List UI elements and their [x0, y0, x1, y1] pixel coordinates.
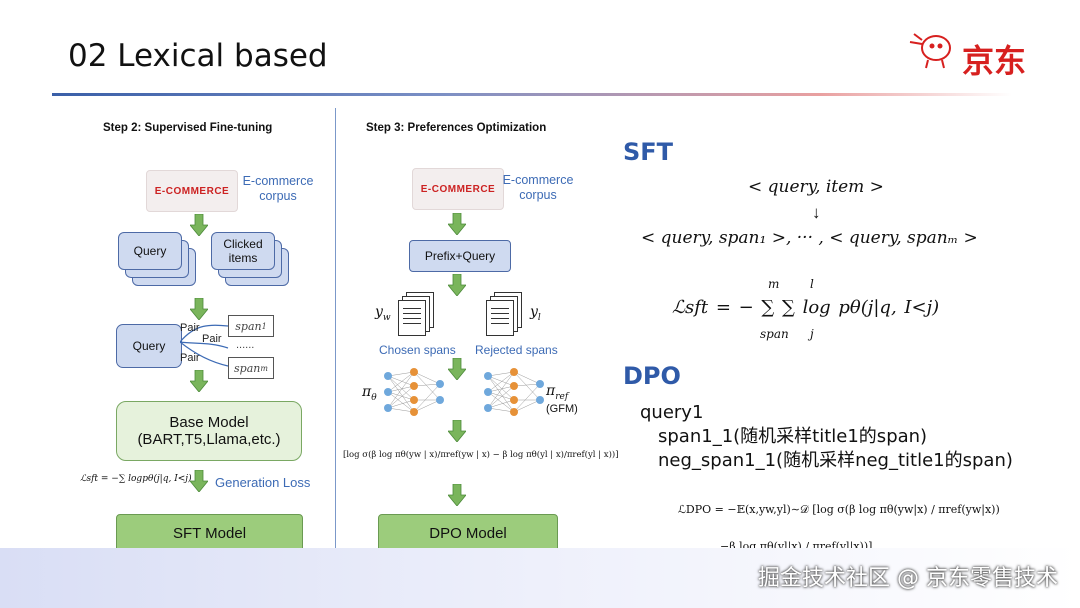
- corpus-label: E-commerce corpus: [498, 173, 578, 203]
- pi-theta-sub: θ: [371, 392, 377, 403]
- down-arrow-icon: [447, 212, 467, 240]
- dpo-heading: DPO: [623, 362, 681, 390]
- jd-mascot-icon: [908, 30, 958, 70]
- spanm-sub: m: [260, 363, 268, 373]
- span-ellipsis: ......: [236, 339, 255, 351]
- pi-theta-text: π: [362, 384, 372, 400]
- ecommerce-image: E-COMMERCE: [146, 170, 238, 212]
- clicked-items-line1: Clicked: [223, 237, 263, 251]
- yw-label: yw: [375, 304, 391, 323]
- pi-ref-text: π: [546, 383, 556, 399]
- dpo-query-line: query1: [640, 402, 704, 423]
- dpo-positive-span-line: span1_1(随机采样title1的span): [658, 426, 928, 447]
- spanm-text: span: [234, 361, 261, 375]
- panel-divider: [335, 108, 336, 560]
- corpus-label-line2: corpus: [519, 188, 557, 202]
- clicked-items-line2: items: [228, 251, 258, 265]
- down-arrow-icon: [189, 369, 209, 397]
- base-model-box: Base Model (BART,T5,Llama,etc.): [116, 401, 302, 461]
- ecommerce-image-text: E-COMMERCE: [154, 185, 230, 197]
- down-arrow-icon: [447, 483, 467, 511]
- base-model-title: Base Model: [169, 414, 249, 431]
- corpus-label-line1: E-commerce: [502, 173, 574, 187]
- span1-text: span: [235, 319, 262, 333]
- brand-logo-text: 京东: [962, 42, 1027, 80]
- dpo-step-title: Step 3: Preferences Optimization: [366, 122, 547, 134]
- yl-text: y: [530, 304, 538, 320]
- down-arrow-icon: [189, 469, 209, 497]
- query-box: Query: [116, 324, 182, 368]
- watermark-text: 掘金技术社区 @ 京东零售技术: [758, 566, 1058, 591]
- down-arrow-icon: [447, 357, 467, 385]
- clicked-items-card: Clicked items: [211, 232, 275, 270]
- chosen-spans-label: Chosen spans: [379, 343, 456, 357]
- ecommerce-image: E-COMMERCE: [412, 168, 504, 210]
- sft-heading: SFT: [623, 138, 674, 166]
- pi-theta-label: πθ: [362, 384, 377, 403]
- ecommerce-image-text: E-COMMERCE: [420, 183, 496, 195]
- reference-network-icon: [480, 366, 550, 423]
- yw-text: y: [375, 304, 383, 320]
- header-rule: [52, 93, 1012, 96]
- rejected-spans-label: Rejected spans: [475, 343, 558, 357]
- sft-loss-small: ℒsft = −∑ logpθ(j|q, I<j): [80, 474, 192, 484]
- sft-spans-line: < query, span₁ >, ··· , < query, spanₘ >: [641, 228, 978, 248]
- policy-network-icon: [380, 366, 450, 423]
- sft-down-arrow: ↓: [812, 203, 821, 222]
- span1-sub: 1: [261, 321, 267, 331]
- gfm-label: (GFM): [546, 403, 578, 415]
- sft-loss-formula: ℒsft = − ∑ ∑ log pθ(j|q, I<j): [672, 297, 940, 318]
- bottom-decoration-band: [0, 548, 1080, 608]
- dpo-loss-line1: ℒDPO = −𝔼(x,yw,yl)∼𝒟 [log σ(β log πθ(yw|…: [678, 503, 1000, 516]
- down-arrow-icon: [189, 213, 209, 241]
- prefix-query-box: Prefix+Query: [409, 240, 511, 272]
- down-arrow-icon: [447, 273, 467, 301]
- sft-loss-upper-m: m: [768, 277, 780, 291]
- generation-loss-label: Generation Loss: [215, 475, 311, 490]
- down-arrow-icon: [189, 297, 209, 325]
- query-stack: Query: [118, 232, 198, 292]
- chosen-docs-icon: [398, 292, 438, 338]
- sft-loss-upper-l: l: [810, 277, 814, 291]
- sft-loss-lower-span: span: [760, 327, 789, 341]
- yl-label: yl: [530, 304, 541, 323]
- base-model-examples: (BART,T5,Llama,etc.): [137, 431, 281, 448]
- down-arrow-icon: [447, 419, 467, 447]
- pair-arrows-icon: [179, 314, 230, 375]
- corpus-label: E-commerce corpus: [238, 174, 318, 204]
- pi-ref-label: πref: [546, 383, 568, 402]
- pi-ref-sub: ref: [555, 391, 569, 402]
- clicked-items-stack: Clicked items: [211, 232, 291, 292]
- pair-label: Pair: [180, 352, 200, 364]
- sft-pair-line: < query, item >: [748, 177, 884, 197]
- rejected-docs-icon: [486, 292, 526, 338]
- dpo-objective-formula: [log σ(β log πθ(yw | x)/πref(yw | x) − β…: [343, 450, 619, 460]
- pair-label: Pair: [202, 333, 222, 345]
- query-card: Query: [118, 232, 182, 270]
- slide-title: 02 Lexical based: [68, 38, 328, 74]
- sft-step-title: Step 2: Supervised Fine-tuning: [103, 122, 273, 134]
- pair-label: Pair: [180, 322, 200, 334]
- yw-sub: w: [382, 312, 391, 323]
- dpo-negative-span-line: neg_span1_1(随机采样neg_title1的span): [658, 450, 1013, 471]
- corpus-label-line2: corpus: [259, 189, 297, 203]
- sft-model-box: SFT Model: [116, 514, 303, 552]
- dpo-model-box: DPO Model: [378, 514, 558, 552]
- yl-sub: l: [537, 312, 541, 323]
- sft-loss-lower-j: j: [810, 327, 814, 341]
- corpus-label-line1: E-commerce: [242, 174, 314, 188]
